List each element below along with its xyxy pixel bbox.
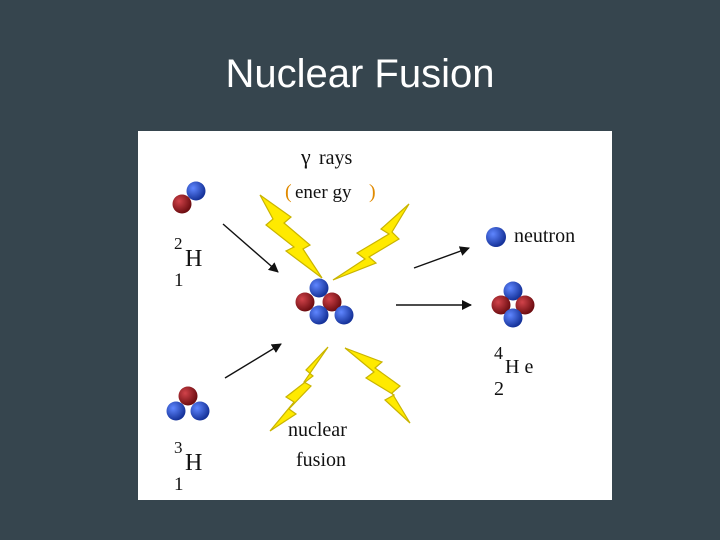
lightning-bolt-bottom-left (269, 346, 329, 432)
deuterium-atomic-number: 1 (174, 270, 184, 291)
neutron-particle (503, 281, 523, 301)
deuterium-symbol: 2 H 1 (174, 234, 202, 291)
fusion-diagram: γ rays ( ener gy ) 2 H 1 3 H 1 (138, 131, 612, 500)
gamma-symbol: γ (300, 144, 311, 169)
neutron-particle (309, 278, 329, 298)
neutron-label: neutron (514, 225, 575, 247)
nuclear-label: nuclear (288, 419, 347, 441)
helium-element: H e (505, 356, 533, 378)
proton-particle (178, 386, 198, 406)
neutron-particle (166, 401, 186, 421)
fusion-nucleus (295, 278, 354, 325)
lightning-bolt-top-left (259, 194, 323, 279)
proton-particle (491, 295, 511, 315)
deuterium-arrow (222, 223, 279, 273)
proton-particle (295, 292, 315, 312)
deuterium-nucleus (172, 181, 206, 214)
lightning-bolt-top-right (332, 203, 410, 281)
tritium-nucleus (166, 386, 210, 421)
helium-mass-number: 4 (494, 343, 503, 363)
tritium-arrow (224, 343, 282, 379)
energy-close-paren: ) (369, 181, 376, 203)
lightning-bolt-bottom-right (344, 347, 411, 424)
neutron-particle (503, 308, 523, 328)
lightning-bolts (259, 194, 411, 432)
neutron-particle (334, 305, 354, 325)
proton-particle (172, 194, 192, 214)
fusion-label: fusion (296, 449, 346, 471)
tritium-symbol: 3 H 1 (174, 438, 202, 495)
tritium-atomic-number: 1 (174, 474, 184, 495)
energy-open-paren: ( (285, 181, 292, 203)
output-neutron (486, 227, 506, 247)
gamma-rays-label: rays (319, 147, 353, 169)
energy-label: ener gy (295, 182, 352, 203)
deuterium-mass-number: 2 (174, 234, 183, 253)
slide-title: Nuclear Fusion (225, 52, 495, 96)
helium-symbol: 4 H e 2 (494, 343, 533, 400)
neutron-arrow (413, 246, 470, 269)
fusion-diagram-svg: γ rays ( ener gy ) 2 H 1 3 H 1 (166, 144, 575, 495)
proton-particle (515, 295, 535, 315)
helium-atomic-number: 2 (494, 378, 504, 400)
neutron-particle (309, 305, 329, 325)
neutron-particle (186, 181, 206, 201)
deuterium-element: H (185, 246, 202, 272)
tritium-element: H (185, 450, 202, 476)
tritium-mass-number: 3 (174, 438, 183, 457)
proton-particle (322, 292, 342, 312)
helium-nucleus (491, 281, 535, 328)
neutron-particle (190, 401, 210, 421)
